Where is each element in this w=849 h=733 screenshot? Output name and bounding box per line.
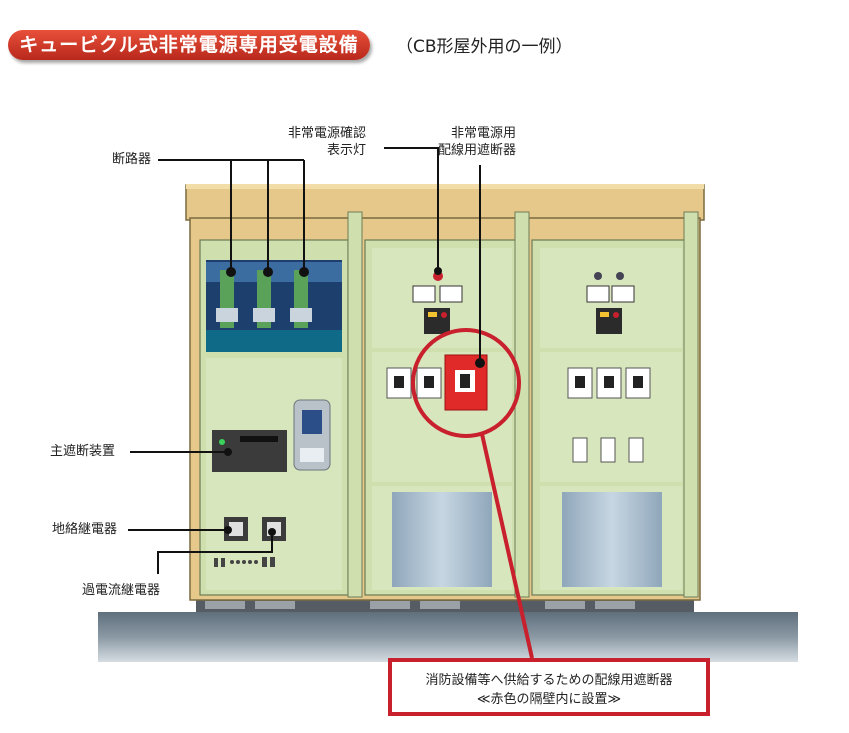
transformer-center	[392, 492, 492, 587]
highlight-leader	[480, 433, 534, 659]
highlight-circle	[411, 328, 521, 438]
panel-left	[199, 239, 349, 596]
label-wiring-breaker: 非常電源用 配線用遮断器	[438, 125, 516, 159]
label-indicator-line1: 非常電源確認	[288, 126, 367, 141]
panel-right	[531, 239, 691, 596]
label-breaker: 断路器	[112, 152, 152, 167]
label-wiring-breaker-line2: 配線用遮断器	[438, 143, 517, 158]
ground	[98, 612, 798, 662]
label-wiring-breaker-line1: 非常電源用	[451, 126, 517, 141]
cabinet-roof	[185, 184, 705, 221]
callout-line1: 消防設備等へ供給するための配線用遮断器	[425, 673, 673, 688]
title-badge: キュービクル式非常電源専用受電設備	[8, 30, 370, 60]
label-main-breaker: 主遮断装置	[50, 444, 116, 459]
subtitle: （CB形屋外用の一例）	[396, 37, 573, 57]
panel-center	[364, 239, 521, 596]
callout-box: 消防設備等へ供給するための配線用遮断器 ≪赤色の隔壁内に設置≫	[388, 658, 710, 716]
label-overcurrent-relay: 過電流継電器	[82, 583, 161, 598]
label-ground-relay: 地絡継電器	[52, 522, 118, 537]
leader-lines	[128, 147, 481, 574]
transformer-right	[562, 492, 662, 587]
label-indicator: 非常電源確認 表示灯	[288, 125, 366, 159]
disconnect-switches	[216, 270, 312, 328]
callout-line2: ≪赤色の隔壁内に設置≫	[476, 692, 622, 707]
label-indicator-line2: 表示灯	[327, 143, 367, 158]
